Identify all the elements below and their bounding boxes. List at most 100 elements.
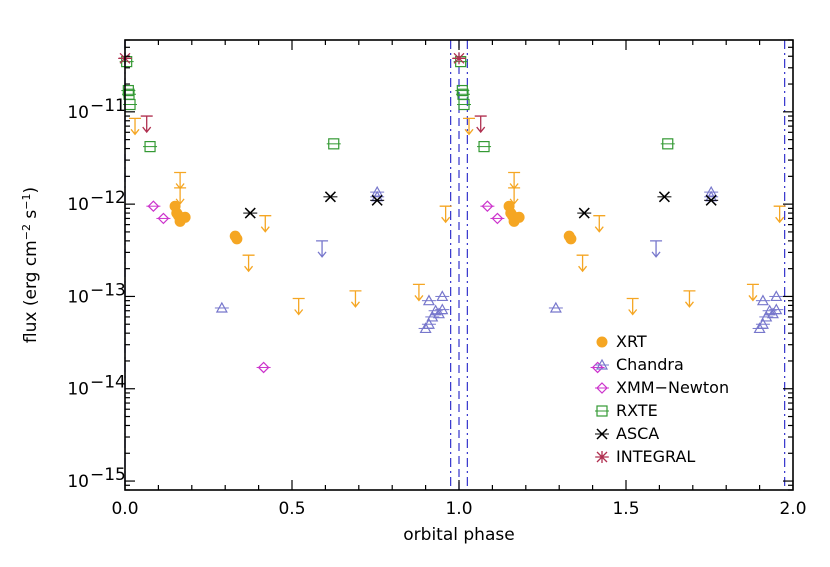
data-point xyxy=(243,207,258,219)
x-tick-label: 1.5 xyxy=(612,499,639,519)
data-point xyxy=(490,212,505,225)
data-point xyxy=(477,141,492,153)
data-point xyxy=(452,52,466,65)
y-axis-title-exp1: −2 xyxy=(20,224,33,240)
x-tick-label: 2.0 xyxy=(779,499,806,519)
data-point xyxy=(174,187,187,205)
legend-marker xyxy=(596,336,608,348)
data-point xyxy=(421,294,436,306)
y-tick-exponent: −11 xyxy=(90,96,126,116)
legend-marker xyxy=(595,451,609,463)
data-point xyxy=(316,240,329,258)
data-point xyxy=(179,211,191,223)
data-point xyxy=(660,138,675,150)
data-point xyxy=(746,283,759,302)
phase-reference-lines xyxy=(124,40,786,490)
y-tick-label: 10 xyxy=(67,195,89,215)
y-axis-title: flux (erg cm−2 s−1) xyxy=(20,187,42,343)
data-point xyxy=(576,254,589,273)
data-point xyxy=(508,187,521,205)
data-point xyxy=(755,294,770,306)
data-point xyxy=(463,117,476,136)
legend-label: INTEGRAL xyxy=(616,447,695,466)
data-point xyxy=(412,283,425,302)
y-tick-exponent: −14 xyxy=(90,373,126,393)
data-point xyxy=(259,215,272,233)
x-axis-title: orbital phase xyxy=(403,525,514,545)
x-tick-labels: 0.0 0.5 1.0 1.5 2.0 xyxy=(111,499,806,519)
legend-item: INTEGRAL xyxy=(595,447,695,466)
data-point xyxy=(435,290,450,302)
data-point xyxy=(129,117,142,136)
data-point xyxy=(577,207,592,219)
data-point xyxy=(256,361,271,374)
legend-item: XRT xyxy=(596,332,647,351)
data-point xyxy=(323,191,338,203)
y-axis-title-mid: s xyxy=(21,210,41,224)
legend-item: RXTE xyxy=(595,401,658,420)
data-point xyxy=(769,290,784,302)
data-point xyxy=(143,141,158,153)
data-point xyxy=(683,290,696,308)
data-point xyxy=(773,205,786,224)
legend-label: XMM−Newton xyxy=(616,378,729,397)
data-point xyxy=(439,205,452,224)
x-tick-label: 0.0 xyxy=(111,499,138,519)
y-tick-exponent: −13 xyxy=(90,280,126,300)
data-point xyxy=(508,171,521,190)
data-point xyxy=(435,303,450,315)
data-points xyxy=(118,52,786,374)
data-point xyxy=(548,301,563,313)
legend-label: RXTE xyxy=(616,401,658,420)
data-point xyxy=(704,194,719,206)
legend-marker xyxy=(595,428,609,440)
legend-item: Chandra xyxy=(595,355,684,374)
x-tick-label: 1.0 xyxy=(445,499,472,519)
data-point xyxy=(292,297,305,316)
data-point xyxy=(593,215,606,233)
data-point xyxy=(146,200,161,213)
data-point xyxy=(755,317,770,329)
y-tick-exponent: −12 xyxy=(90,188,126,208)
data-point xyxy=(242,254,255,273)
data-point xyxy=(156,212,171,225)
legend-item: ASCA xyxy=(595,424,659,443)
data-point xyxy=(513,211,525,223)
legend-marker xyxy=(595,358,609,370)
legend-label: ASCA xyxy=(616,424,659,443)
legend-label: XRT xyxy=(616,332,647,351)
data-point xyxy=(626,297,639,316)
data-point xyxy=(231,233,243,245)
legend-marker xyxy=(595,405,609,417)
y-tick-label: 10 xyxy=(67,380,89,400)
axis-ticks xyxy=(124,39,794,491)
y-axis-title-end: ) xyxy=(21,187,41,194)
data-point xyxy=(174,171,187,190)
data-point xyxy=(349,290,362,308)
y-axis-title-exp2: −1 xyxy=(20,194,33,210)
data-point xyxy=(650,240,663,258)
data-point xyxy=(480,200,495,213)
data-point xyxy=(214,301,229,313)
y-tick-label: 10 xyxy=(67,103,89,123)
y-tick-label: 10 xyxy=(67,287,89,307)
data-point xyxy=(326,138,341,150)
data-point xyxy=(565,233,577,245)
y-tick-exponent: −15 xyxy=(90,465,126,485)
legend-marker xyxy=(595,382,609,394)
data-point xyxy=(140,115,153,134)
legend-label: Chandra xyxy=(616,355,684,374)
y-axis-title-main: flux (erg cm xyxy=(21,240,41,343)
data-point xyxy=(370,194,385,206)
y-tick-label: 10 xyxy=(67,472,89,492)
data-point xyxy=(421,317,436,329)
data-point xyxy=(769,303,784,315)
data-point xyxy=(457,98,472,111)
x-tick-label: 0.5 xyxy=(278,499,305,519)
legend-item: XMM−Newton xyxy=(595,378,729,397)
data-point xyxy=(474,115,487,134)
data-point xyxy=(657,191,672,203)
